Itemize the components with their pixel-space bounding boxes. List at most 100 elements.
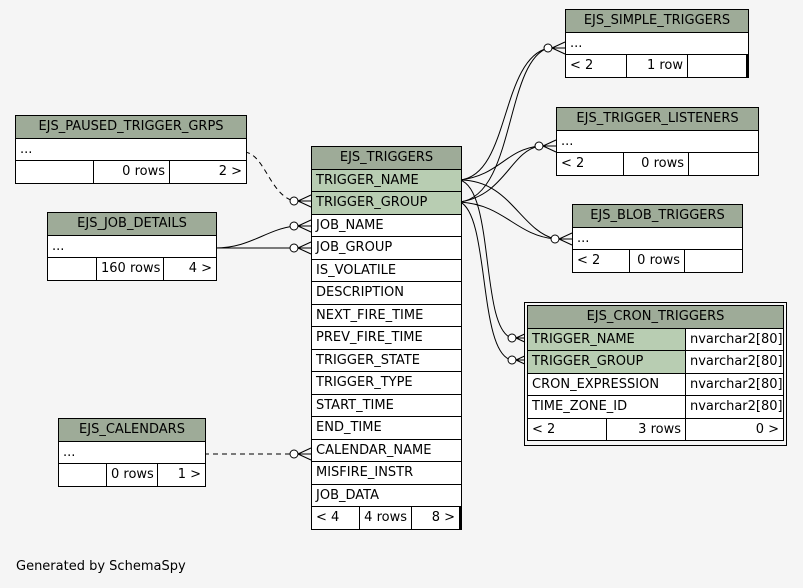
table-footer: < 4 4 rows 8 > (312, 507, 461, 529)
table-triggers[interactable]: EJS_TRIGGERS TRIGGER_NAME TRIGGER_GROUP … (311, 146, 462, 530)
edge-blob-name (459, 179, 556, 240)
column-row-time-zone-id[interactable]: TIME_ZONE_ID nvarchar2[80] (528, 396, 783, 418)
table-title[interactable]: EJS_TRIGGERS (312, 147, 461, 169)
parent-count (59, 464, 106, 486)
optional-marker-calendars (289, 449, 299, 459)
table-paused-trigger-grps[interactable]: EJS_PAUSED_TRIGGER_GRPS ... 0 rows 2 > (15, 115, 247, 184)
child-count (685, 250, 742, 272)
edge-simple-triggers-group (459, 47, 549, 203)
generated-by-label: Generated by SchemaSpy (16, 559, 186, 574)
table-job-details[interactable]: EJS_JOB_DETAILS ... 160 rows 4 > (47, 212, 217, 281)
row-count: 0 rows (624, 153, 688, 175)
column-description[interactable]: DESCRIPTION (312, 282, 461, 304)
column-trigger-type[interactable]: TRIGGER_TYPE (312, 372, 461, 394)
table-simple-triggers[interactable]: EJS_SIMPLE_TRIGGERS ... < 2 1 row (565, 9, 749, 78)
crowfoot-paused (297, 194, 312, 208)
column-job-data[interactable]: JOB_DATA (312, 484, 461, 506)
table-blob-triggers[interactable]: EJS_BLOB_TRIGGERS ... < 2 0 rows (572, 204, 743, 273)
column-name: TRIGGER_NAME (528, 328, 685, 350)
column-prev-fire-time[interactable]: PREV_FIRE_TIME (312, 327, 461, 349)
columns-placeholder: ... (573, 227, 742, 249)
table-footer: < 2 1 row (566, 55, 748, 77)
parent-count: < 2 (528, 418, 606, 440)
edge-cron-name (459, 179, 513, 339)
column-name: CRON_EXPRESSION (528, 373, 685, 395)
column-name: TRIGGER_GROUP (528, 351, 685, 373)
row-count: 0 rows (630, 250, 684, 272)
crowfoot-listeners (542, 139, 557, 153)
row-count: 3 rows (607, 418, 685, 440)
table-title[interactable]: EJS_CRON_TRIGGERS (528, 306, 783, 328)
table-cron-triggers[interactable]: EJS_CRON_TRIGGERS TRIGGER_NAME nvarchar2… (527, 305, 784, 441)
column-row-trigger-name[interactable]: TRIGGER_NAME nvarchar2[80] (528, 328, 783, 350)
column-job-group[interactable]: JOB_GROUP (312, 237, 461, 259)
column-start-time[interactable]: START_TIME (312, 394, 461, 416)
table-title[interactable]: EJS_JOB_DETAILS (48, 213, 216, 235)
columns-placeholder: ... (557, 130, 758, 152)
edge-simple-triggers-name (459, 47, 549, 181)
column-is-volatile[interactable]: IS_VOLATILE (312, 259, 461, 281)
table-title[interactable]: EJS_PAUSED_TRIGGER_GRPS (16, 116, 246, 138)
column-row-trigger-group[interactable]: TRIGGER_GROUP nvarchar2[80] (528, 351, 783, 373)
table-footer: 0 rows 2 > (16, 161, 246, 183)
column-job-name[interactable]: JOB_NAME (312, 214, 461, 236)
optional-marker-simple (543, 43, 553, 53)
crowfoot-job-name (297, 219, 312, 233)
edge-blob-group (459, 201, 556, 240)
optional-marker-listeners (534, 141, 544, 151)
child-count: 8 > (412, 507, 459, 529)
optional-marker-cron-group (507, 355, 517, 365)
column-trigger-name[interactable]: TRIGGER_NAME (312, 169, 461, 191)
columns-placeholder: ... (566, 32, 748, 54)
column-next-fire-time[interactable]: NEXT_FIRE_TIME (312, 304, 461, 326)
row-count: 160 rows (97, 258, 163, 280)
optional-marker-cron-name (507, 333, 517, 343)
optional-marker-blob (550, 234, 560, 244)
edge-listeners-group (459, 145, 540, 203)
edge-listeners-name (459, 145, 540, 181)
column-end-time[interactable]: END_TIME (312, 417, 461, 439)
parent-count (16, 161, 93, 183)
table-title[interactable]: EJS_SIMPLE_TRIGGERS (566, 10, 748, 32)
column-type: nvarchar2[80] (686, 396, 783, 418)
columns-placeholder: ... (16, 138, 246, 160)
child-count: 4 > (164, 258, 216, 280)
table-trigger-listeners[interactable]: EJS_TRIGGER_LISTENERS ... < 2 0 rows (556, 107, 759, 176)
column-type: nvarchar2[80] (686, 351, 783, 373)
column-type: nvarchar2[80] (686, 373, 783, 395)
column-trigger-state[interactable]: TRIGGER_STATE (312, 349, 461, 371)
edge-cron-group (459, 201, 513, 361)
crowfoot-calendars (297, 447, 312, 461)
child-count (688, 55, 746, 77)
crowfoot-simple-triggers (551, 41, 566, 55)
column-row-cron-expression[interactable]: CRON_EXPRESSION nvarchar2[80] (528, 373, 783, 395)
crowfoot-job-group (297, 241, 312, 255)
child-count (689, 153, 758, 175)
parent-count: < 2 (557, 153, 623, 175)
parent-count: < 2 (566, 55, 626, 77)
edge-paused-trigger-grps (244, 151, 295, 202)
optional-marker-job-group (289, 243, 299, 253)
table-title[interactable]: EJS_CALENDARS (59, 419, 205, 441)
table-footer: < 2 0 rows (557, 153, 758, 175)
table-footer: < 2 3 rows 0 > (528, 418, 783, 440)
column-misfire-instr[interactable]: MISFIRE_INSTR (312, 462, 461, 484)
column-calendar-name[interactable]: CALENDAR_NAME (312, 439, 461, 461)
table-footer: 0 rows 1 > (59, 464, 205, 486)
column-trigger-group[interactable]: TRIGGER_GROUP (312, 192, 461, 214)
optional-marker-job-name (289, 221, 299, 231)
column-type: nvarchar2[80] (686, 328, 783, 350)
columns-placeholder: ... (59, 441, 205, 463)
optional-marker-paused (289, 196, 299, 206)
parent-count: < 2 (573, 250, 629, 272)
table-calendars[interactable]: EJS_CALENDARS ... 0 rows 1 > (58, 418, 206, 487)
columns-placeholder: ... (48, 235, 216, 257)
table-title[interactable]: EJS_TRIGGER_LISTENERS (557, 108, 758, 130)
row-count: 1 row (627, 55, 687, 77)
parent-count: < 4 (312, 507, 359, 529)
child-count: 2 > (170, 161, 246, 183)
table-title[interactable]: EJS_BLOB_TRIGGERS (573, 205, 742, 227)
column-name: TIME_ZONE_ID (528, 396, 685, 418)
